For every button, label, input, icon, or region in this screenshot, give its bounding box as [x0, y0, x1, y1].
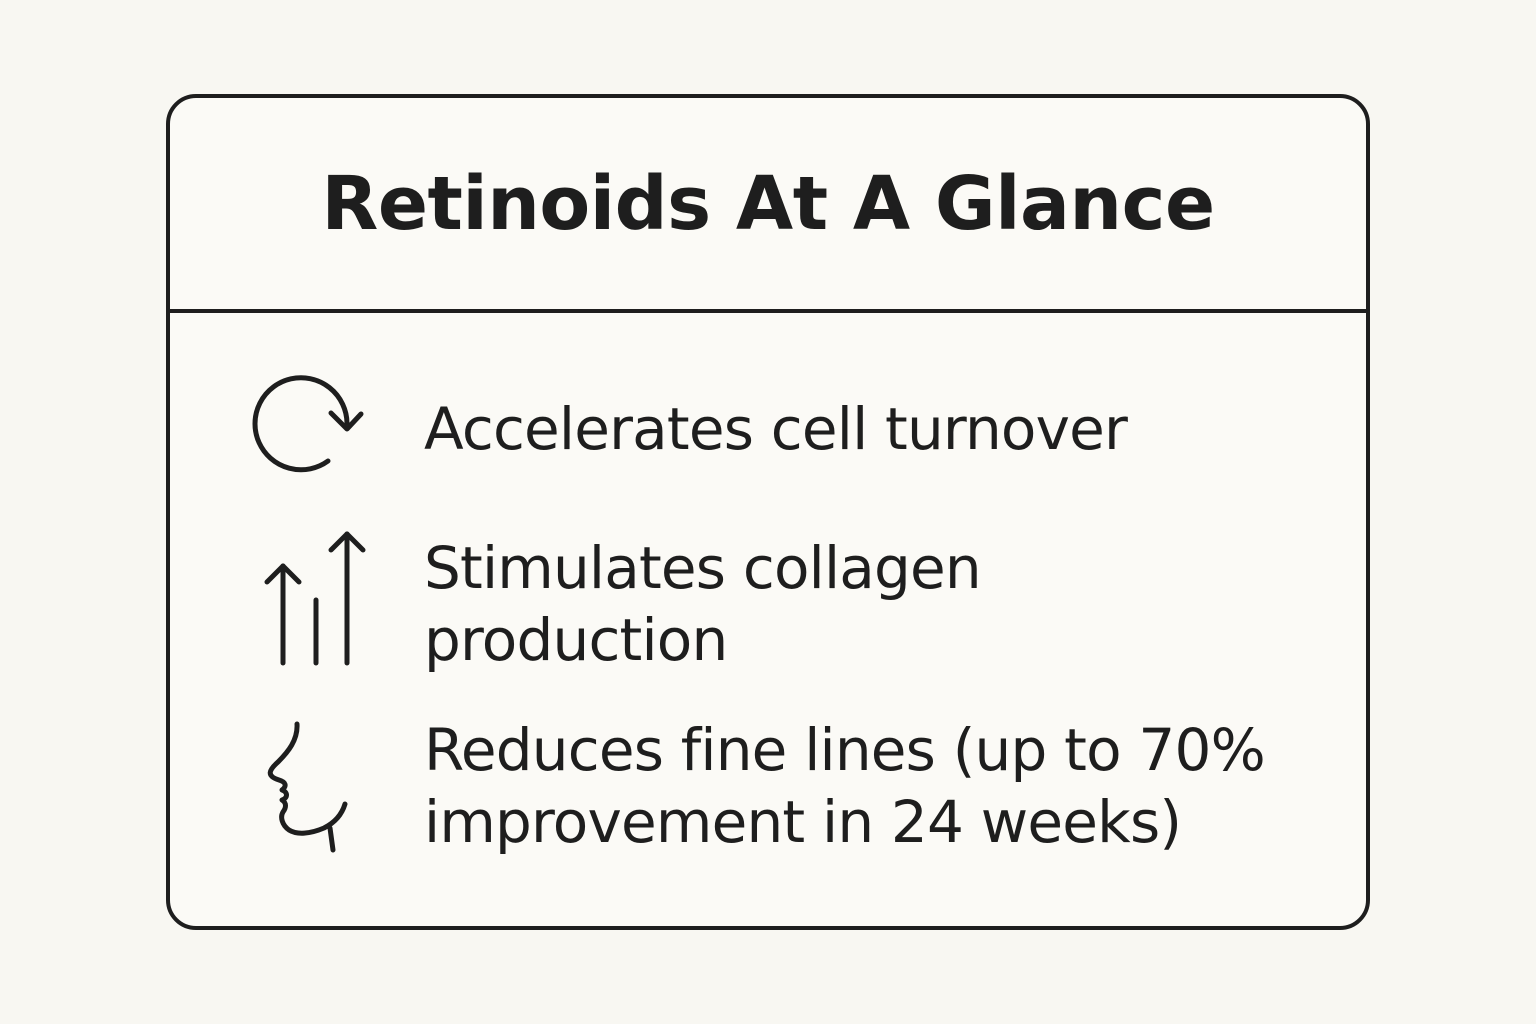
cycle-arrow-icon	[252, 375, 364, 473]
info-card: Retinoids At A Glance Accelerates cell t…	[166, 94, 1370, 930]
benefit-text: Accelerates cell turnover	[424, 395, 1128, 463]
face-profile-icon	[267, 721, 348, 853]
benefit-text: Reduces fine lines (up to 70% improvemen…	[424, 716, 1266, 856]
benefit-text: Stimulates collagen production	[424, 534, 982, 674]
card-title: Retinoids At A Glance	[321, 161, 1215, 247]
title-divider	[170, 309, 1366, 313]
up-arrows-icon	[264, 531, 366, 666]
